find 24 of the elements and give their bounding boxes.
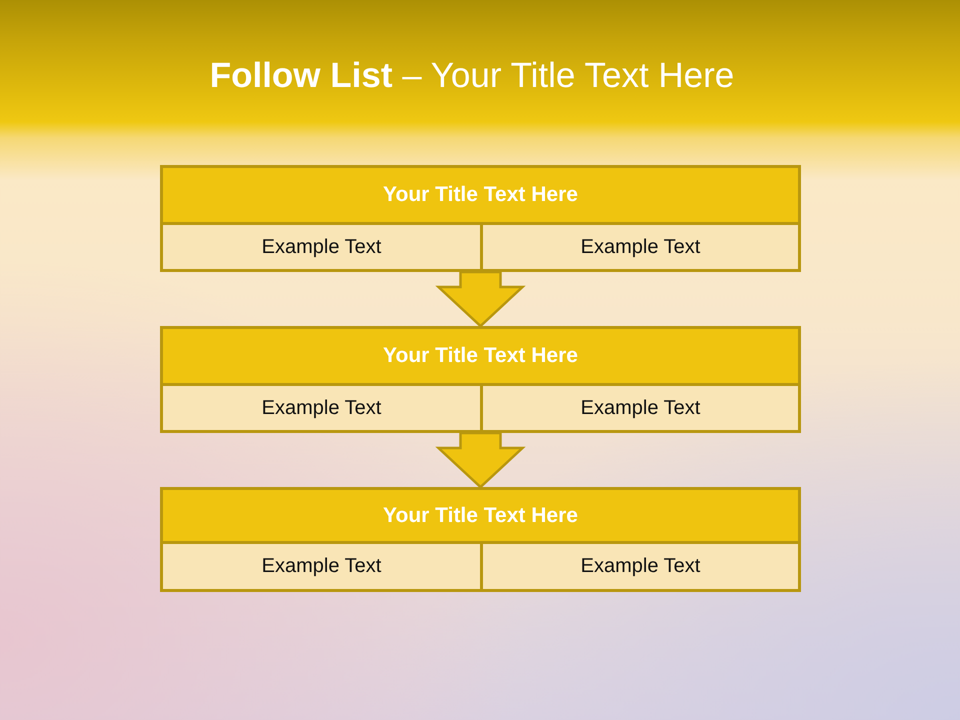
- table-cell: [483, 225, 798, 269]
- table-cell: [163, 386, 483, 430]
- list-panel: [160, 487, 801, 592]
- header-text: Your Title Text Here: [383, 344, 578, 368]
- header-text: Your Title Text Here: [383, 183, 578, 207]
- slide-title: Follow List – Your Title Text Here: [210, 55, 734, 97]
- cell-text: Example Text: [262, 555, 382, 578]
- table-cell: [163, 225, 483, 269]
- cell-text: Example Text: [580, 555, 700, 578]
- table-cell: [163, 544, 483, 589]
- cell-text: Example Text: [580, 396, 700, 420]
- list-panel: [160, 326, 801, 433]
- header-text: Your Title Text Here: [383, 504, 578, 528]
- header-bar: [163, 329, 798, 386]
- cell-text: Example Text: [262, 236, 382, 258]
- header-bar: [163, 168, 798, 225]
- block-arrow: [435, 270, 526, 328]
- block-arrow: [435, 432, 526, 489]
- table-cell: [483, 544, 798, 589]
- cell-text: Example Text: [580, 236, 700, 258]
- header-bar: [163, 490, 798, 544]
- list-panel: [160, 165, 801, 272]
- table-cell: [483, 386, 798, 430]
- cell-text: Example Text: [262, 396, 382, 420]
